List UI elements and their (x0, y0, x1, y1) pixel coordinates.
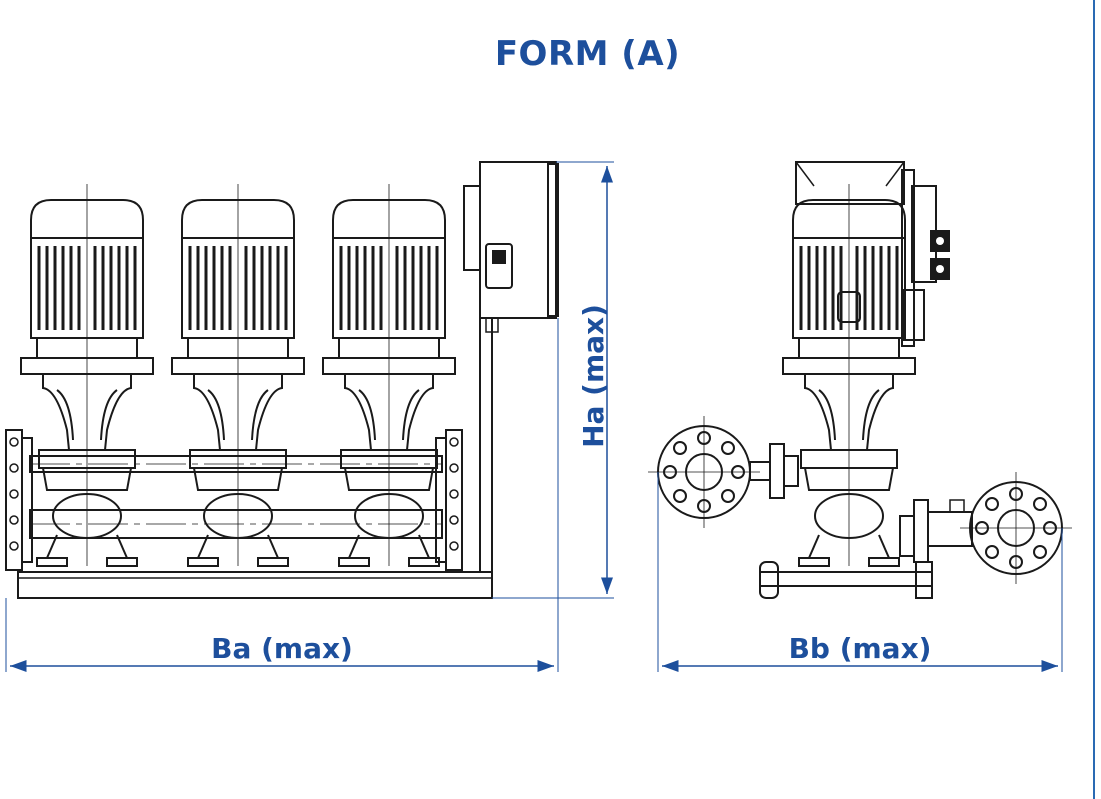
ba-dimension (5, 318, 559, 672)
side-pump-unit (781, 182, 917, 568)
ha-dimension (492, 161, 614, 599)
base-frame (17, 571, 493, 599)
pump-unit (170, 182, 306, 568)
left-end-flange (5, 429, 33, 571)
bb-label: Bb (max) (789, 632, 932, 665)
side-base (759, 561, 933, 599)
bb-dimension (657, 472, 1063, 672)
front-view (5, 161, 614, 672)
discharge-connection (899, 471, 1073, 585)
page-title: FORM (A) (494, 34, 681, 74)
control-panel (463, 161, 559, 572)
pump-unit (19, 182, 155, 568)
page-edge-line (1093, 0, 1095, 799)
side-control-panel (795, 161, 950, 347)
side-view (647, 161, 1073, 672)
side-terminal-box (837, 291, 861, 323)
ba-label: Ba (max) (211, 632, 353, 665)
suction-connection (647, 415, 799, 529)
ha-label: Ha (max) (577, 304, 610, 448)
right-end-flange (435, 429, 463, 571)
